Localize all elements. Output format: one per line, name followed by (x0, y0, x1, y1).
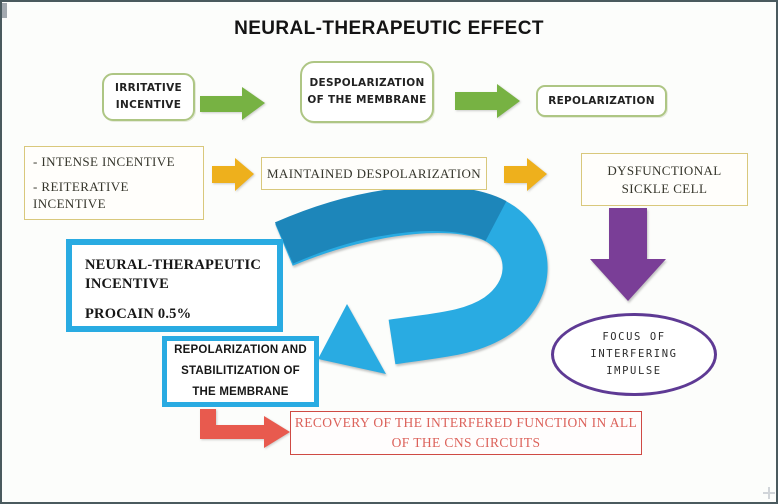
blue-curved-arrow (274, 186, 548, 374)
incentive-item-intense: - INTENSE INCENTIVE (33, 154, 175, 169)
recovery-line1: RECOVERY OF THE INTERFERED FUNCTION IN A… (294, 414, 638, 430)
box-repolarization-label: REPOLARIZATION (548, 94, 655, 107)
yellow-arrow-right-2 (504, 158, 547, 191)
focus-line2: INTERFERING (590, 347, 678, 360)
red-elbow-arrow (200, 409, 290, 448)
box-irritative-line1: IRRITATIVE (114, 82, 182, 95)
purple-arrow-down (590, 208, 666, 301)
bottom-right-artifact (763, 487, 775, 499)
yellow-arrow-right-1 (212, 158, 254, 191)
box-maintained-despolarization: MAINTAINED DESPOLARIZATION (261, 157, 487, 190)
incentive-item-reiterative: - REITERATIVE INCENTIVE (33, 179, 129, 211)
box-despolarization-line2: OF THE MEMBRANE (307, 94, 427, 106)
ellipse-focus-interfering-impulse: FOCUS OF INTERFERING IMPULSE (551, 313, 717, 396)
box-dysfunctional-sickle-cell: DYSFUNCTIONAL SICKLE CELL (581, 153, 748, 206)
diagram-title: NEURAL-THERAPEUTIC EFFECT (234, 18, 544, 39)
neural-line1: NEURAL-THERAPEUTIC (85, 257, 262, 273)
repol-line1: REPOLARIZATION AND (174, 344, 307, 357)
repol-line2: STABILITIZATION OF (181, 365, 300, 378)
procain-label: PROCAIN 0.5% (85, 305, 192, 322)
focus-line3: IMPULSE (606, 365, 662, 378)
blue-curved-arrow-body (275, 188, 548, 365)
box-irritative-line2: INCENTIVE (115, 99, 182, 111)
maintained-label: MAINTAINED DESPOLARIZATION (266, 165, 482, 181)
focus-line1: FOCUS OF (602, 330, 666, 343)
blue-curved-arrow-head (318, 304, 386, 374)
box-repolarization-stabilitization: REPOLARIZATION AND STABILITIZATION OF TH… (162, 336, 319, 407)
box-despolarization-line1: DESPOLARIZATION (309, 77, 425, 90)
sickle-line2: SICKLE CELL (621, 180, 708, 196)
sickle-line1: DYSFUNCTIONAL (607, 162, 722, 178)
green-arrow-right-2 (455, 84, 520, 118)
top-left-artifact (2, 3, 7, 18)
repol-line3: THE MEMBRANE (192, 385, 289, 398)
box-despolarization-membrane: DESPOLARIZATION OF THE MEMBRANE (300, 61, 434, 123)
recovery-line2: OF THE CNS CIRCUITS (391, 435, 541, 450)
neural-line2: INCENTIVE (85, 275, 169, 292)
box-repolarization: REPOLARIZATION (536, 85, 667, 117)
box-neural-therapeutic-incentive: NEURAL-THERAPEUTIC INCENTIVE PROCAIN 0.5… (66, 239, 283, 332)
box-recovery-cns: RECOVERY OF THE INTERFERED FUNCTION IN A… (290, 411, 642, 455)
green-arrow-right-1 (200, 87, 265, 120)
box-incentive-types: - INTENSE INCENTIVE - REITERATIVE INCENT… (24, 146, 204, 220)
box-irritative-incentive: IRRITATIVE INCENTIVE (102, 73, 195, 121)
blue-curved-arrow-top-shade (274, 186, 507, 264)
